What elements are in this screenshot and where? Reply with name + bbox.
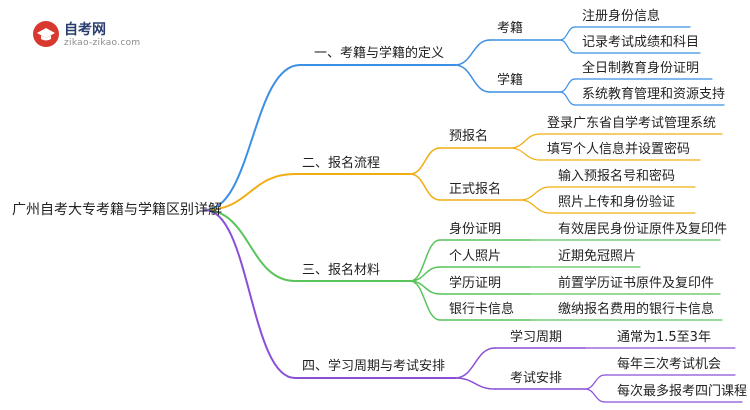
logo-title: 自考网: [64, 22, 106, 38]
leaf-3-3-1: 前置学历证书原件及复印件: [558, 275, 714, 291]
branch-2: 二、报名流程 预报名 正式报名 登录广东省自学考试管理系统 填写个人信息并设置密…: [302, 115, 716, 210]
branch-label-1: 一、考籍与学籍的定义: [314, 45, 444, 61]
leaf-3-1-1: 有效居民身份证原件及复印件: [558, 221, 727, 237]
link-l122: [559, 91, 576, 106]
branch-1: 一、考籍与学籍的定义 考籍 学籍 注册身份信息 记录考试成绩和科目 全日制教育身…: [314, 8, 725, 102]
link-l421: [584, 374, 606, 390]
link-b4-s1: [454, 347, 496, 379]
link-l222: [519, 199, 551, 214]
link-b2-s2: [409, 173, 441, 201]
link-root-b2: [204, 173, 296, 211]
link-root-b1: [204, 64, 301, 211]
link-l422: [584, 388, 606, 403]
leaf-1-1-1: 注册身份信息: [582, 8, 660, 24]
link-root-b4: [204, 209, 296, 379]
link-b3-s4: [409, 280, 441, 321]
subbranch-label-4-1: 学习周期: [510, 329, 562, 345]
link-l221: [519, 186, 551, 201]
graduation-cap-icon: [33, 21, 59, 47]
link-b3-s1: [409, 239, 441, 282]
leaf-4-1-1: 通常为1.5至3年: [617, 330, 711, 345]
link-root-b3: [204, 209, 296, 282]
link-b4-s2: [454, 377, 496, 390]
leaf-3-4-1: 缴纳报名费用的银行卡信息: [558, 301, 714, 317]
leaf-2-2-2: 照片上传和身份验证: [558, 194, 675, 210]
leaf-4-2-2: 每次最多报考四门课程: [617, 383, 747, 399]
subbranch-label-3-3: 学历证明: [449, 275, 501, 291]
leaf-1-1-2: 记录考试成绩和科目: [582, 35, 699, 50]
subbranch-label-1-1: 考籍: [497, 20, 523, 36]
link-l112: [559, 39, 576, 54]
leaf-2-1-1: 登录广东省自学考试管理系统: [547, 115, 716, 131]
branch-label-2: 二、报名流程: [302, 155, 380, 171]
subbranch-label-1-2: 学籍: [497, 72, 523, 88]
link-l121: [559, 78, 576, 93]
leaf-1-2-2: 系统教育管理和资源支持: [582, 86, 725, 102]
subbranch-label-2-2: 正式报名: [449, 181, 501, 197]
link-b1-s1: [454, 39, 491, 66]
branch-3: 三、报名材料 身份证明 个人照片 学历证明 银行卡信息 有效居民身份证原件及复印…: [302, 221, 727, 317]
link-l211: [509, 133, 541, 149]
subbranch-label-3-1: 身份证明: [449, 221, 501, 237]
subbranch-label-4-2: 考试安排: [510, 371, 562, 386]
site-logo[interactable]: 自考网 zikao-zikao.com: [28, 18, 178, 54]
root-topic: 广州自考大专考籍与学籍区别详解: [12, 201, 222, 218]
mindmap-links: [204, 26, 743, 403]
branch-label-3: 三、报名材料: [302, 262, 380, 278]
subbranch-label-3-4: 银行卡信息: [449, 301, 514, 317]
subbranch-label-3-2: 个人照片: [449, 249, 501, 264]
branch-label-4: 四、学习周期与考试安排: [302, 358, 445, 374]
subbranch-label-2-1: 预报名: [449, 128, 488, 144]
link-b1-s2: [454, 64, 491, 93]
branch-4: 四、学习周期与考试安排 学习周期 考试安排 通常为1.5至3年 每年三次考试机会…: [302, 329, 747, 399]
leaf-3-2-1: 近期免冠照片: [558, 249, 636, 264]
link-b2-s1: [409, 147, 441, 175]
logo-url: zikao-zikao.com: [64, 38, 141, 48]
link-l212: [509, 147, 541, 161]
leaf-1-2-1: 全日制教育身份证明: [582, 60, 699, 76]
leaf-2-1-2: 填写个人信息并设置密码: [547, 141, 690, 157]
link-l111: [559, 26, 576, 41]
leaf-2-2-1: 输入预报名号和密码: [558, 168, 675, 184]
leaf-4-2-1: 每年三次考试机会: [617, 356, 721, 372]
